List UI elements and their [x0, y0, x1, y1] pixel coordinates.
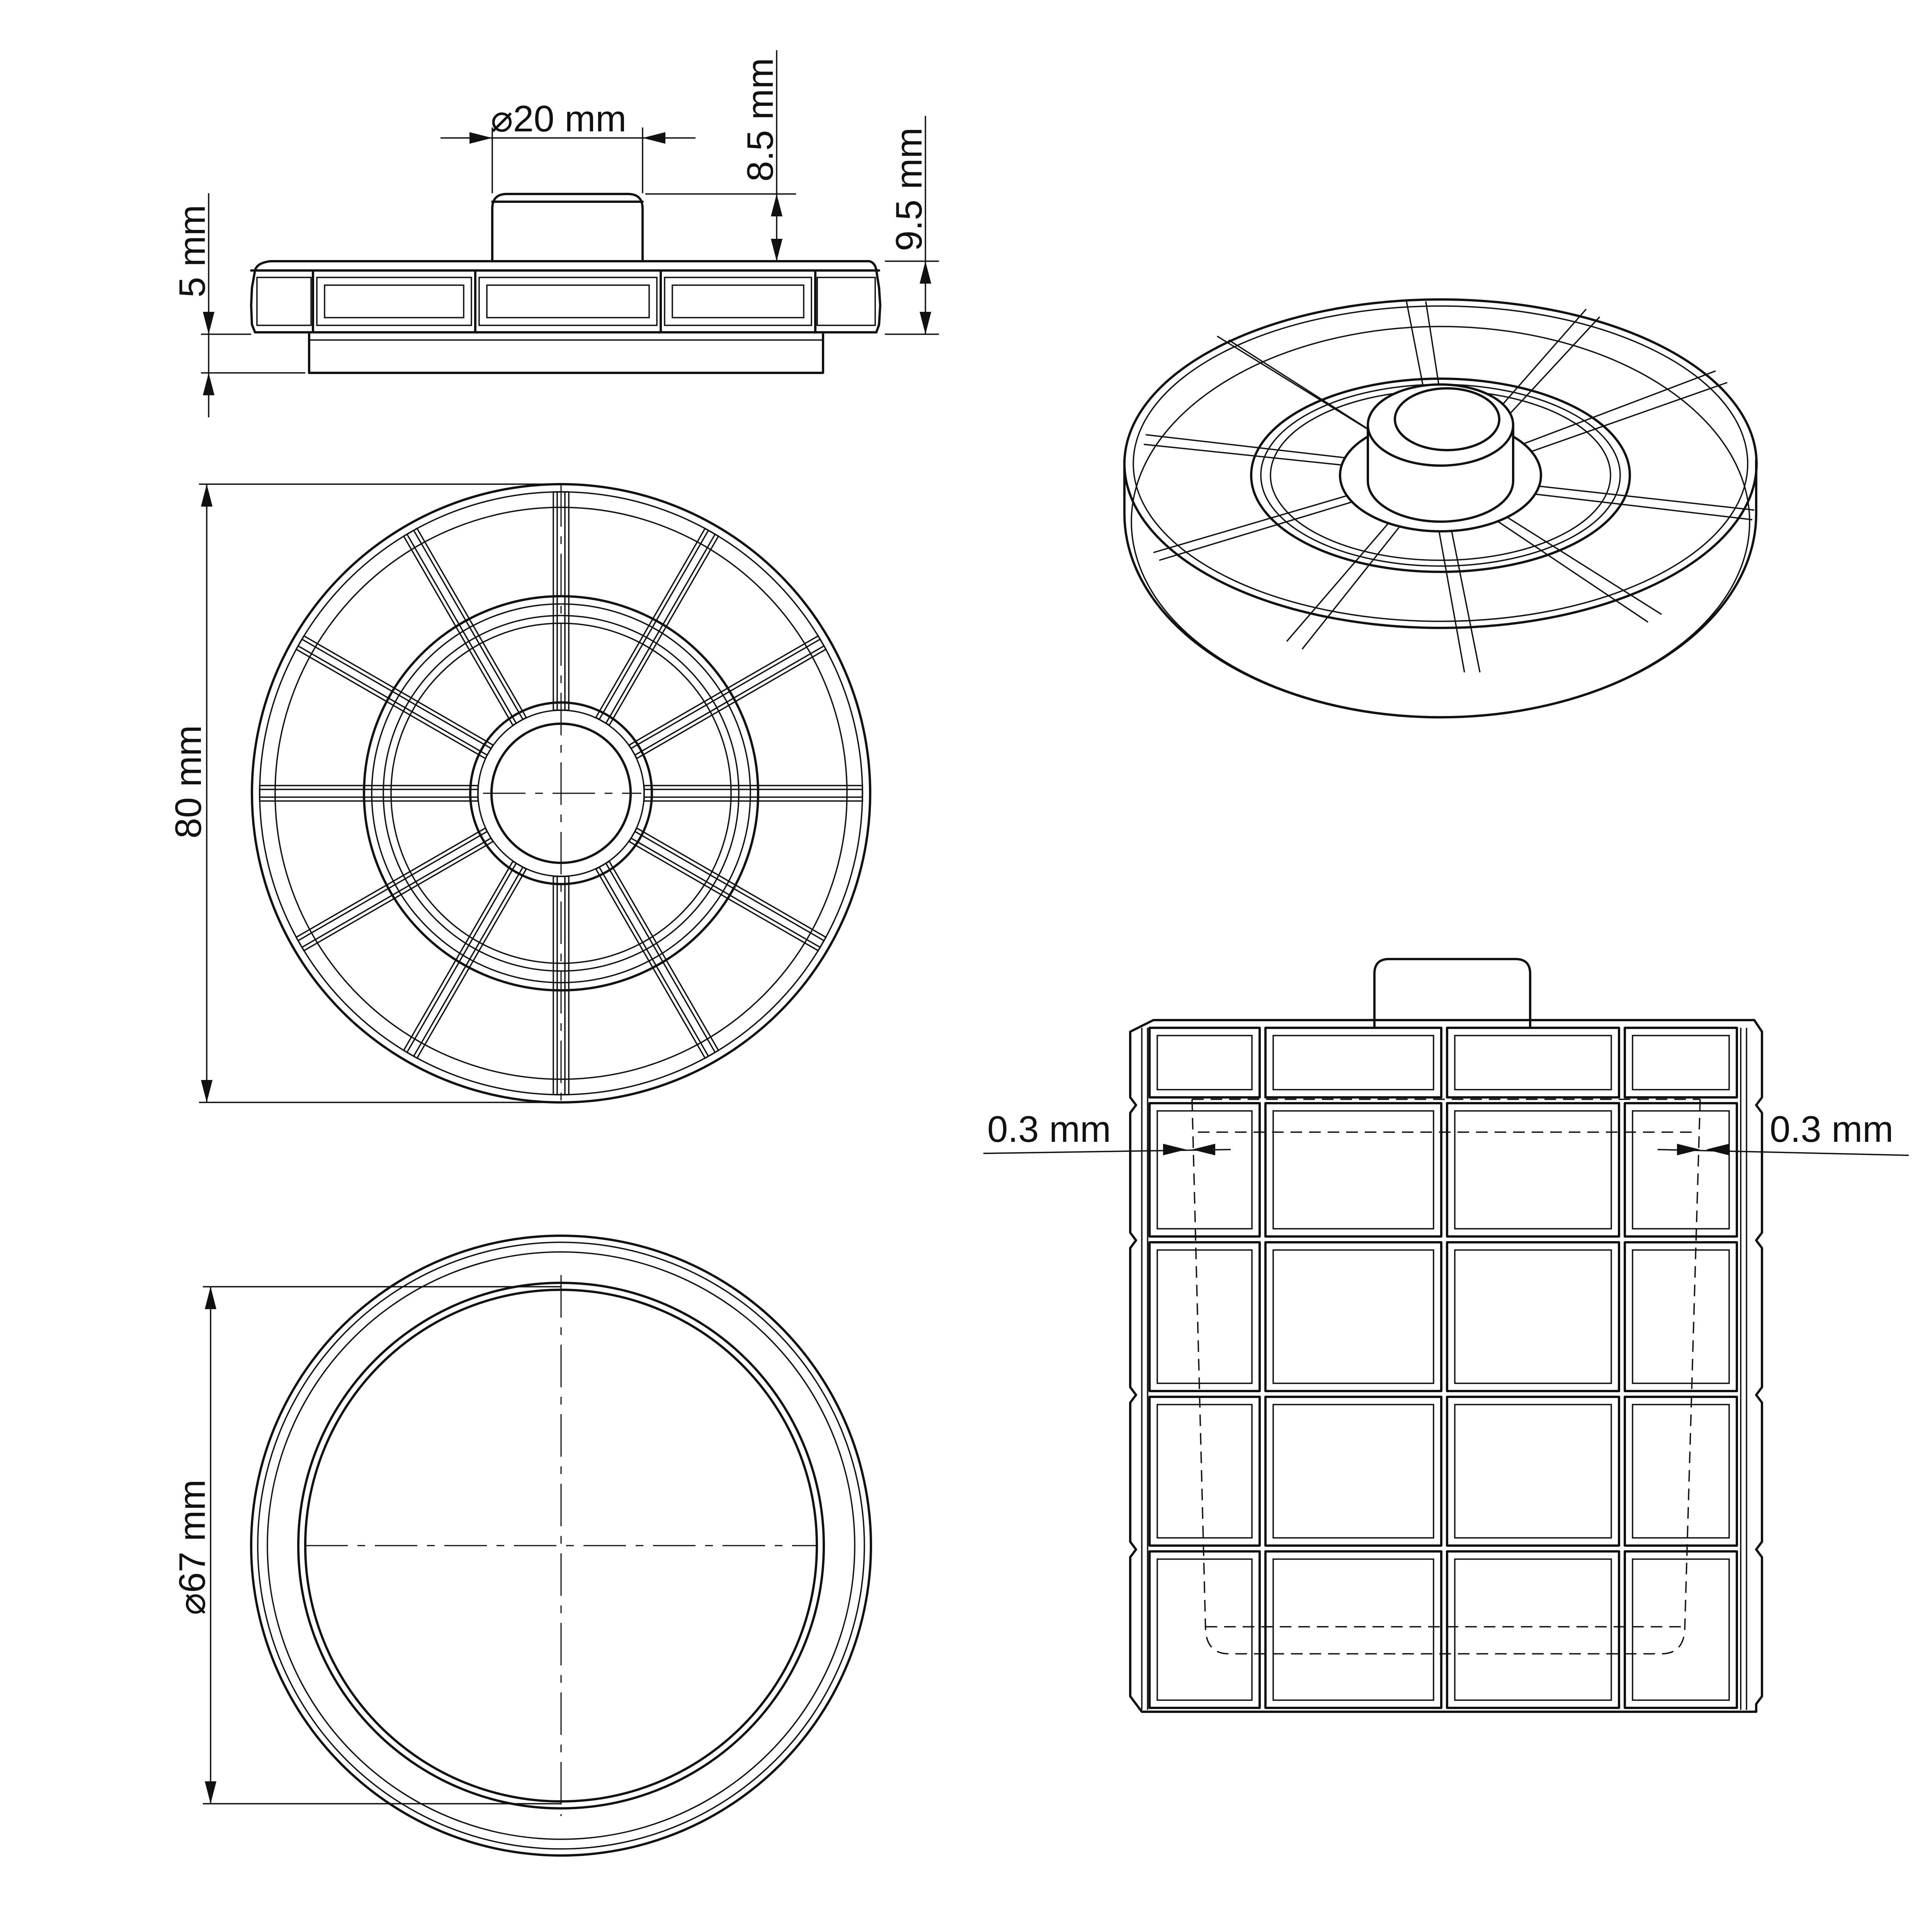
- dim-boss-height: 8.5 mm: [645, 50, 796, 261]
- front-view: 0.3 mm 0.3 mm: [983, 958, 1909, 1713]
- isometric-view: [1123, 298, 1758, 719]
- label-wall-left: 0.3 mm: [987, 1109, 1111, 1150]
- front-grid: [1148, 1027, 1738, 1709]
- top-radial-ribs: [259, 491, 863, 1095]
- dim-outer-diameter: 80 mm: [168, 483, 561, 1103]
- dim-inner-diameter: ⌀67 mm: [172, 1286, 561, 1804]
- top-view: 80 mm: [168, 483, 871, 1104]
- front-shell: [1129, 1019, 1763, 1713]
- bottom-view: ⌀67 mm: [172, 1235, 872, 1857]
- boss-outline: [491, 193, 644, 262]
- body-outline: [250, 260, 881, 333]
- label-boss-height: 8.5 mm: [740, 58, 781, 182]
- front-boss: [1373, 958, 1531, 1028]
- hidden-cavity: [1191, 1099, 1701, 1655]
- side-view: ⌀20 mm 8.5 mm 9.5 mm 5 mm: [172, 50, 939, 417]
- dim-wall-right: 0.3 mm: [1657, 1109, 1909, 1156]
- dim-wall-left: 0.3 mm: [983, 1109, 1231, 1155]
- label-base-height: 5 mm: [172, 205, 213, 298]
- dim-base-height: 5 mm: [172, 193, 305, 417]
- label-wall-right: 0.3 mm: [1770, 1109, 1893, 1150]
- base-ring: [308, 333, 824, 374]
- label-inner-diameter: ⌀67 mm: [172, 1480, 213, 1615]
- side-segments: [256, 269, 876, 333]
- label-boss-diameter: ⌀20 mm: [491, 98, 626, 139]
- dim-boss-diameter: ⌀20 mm: [440, 98, 696, 193]
- dim-total-height: 9.5 mm: [885, 116, 939, 335]
- label-outer-diameter: 80 mm: [168, 725, 209, 838]
- label-total-height: 9.5 mm: [888, 128, 930, 251]
